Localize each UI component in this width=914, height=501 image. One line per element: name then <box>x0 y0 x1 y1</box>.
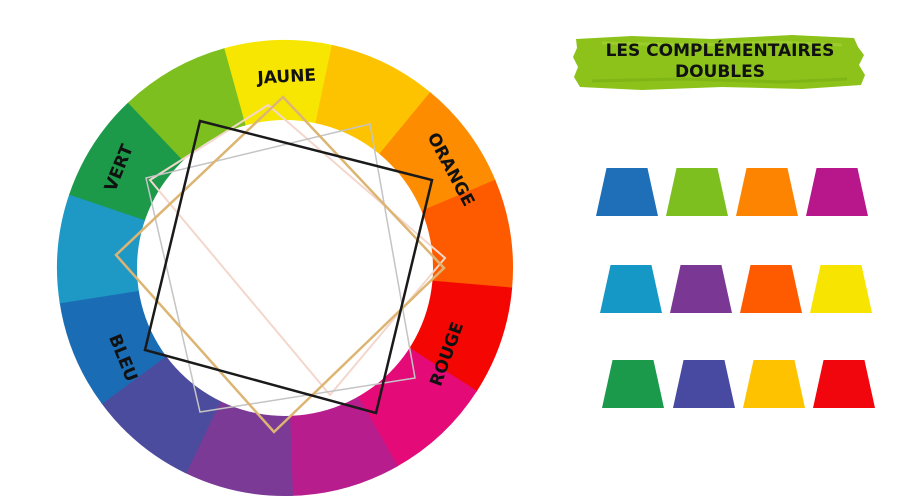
wheel-segment <box>289 394 398 496</box>
color-swatch <box>673 360 735 408</box>
wheel-segment <box>377 92 496 213</box>
wheel-segments <box>57 40 514 496</box>
label-jaune: JAUNE <box>256 65 317 88</box>
color-swatch <box>666 168 728 216</box>
color-swatch <box>813 360 875 408</box>
color-swatch <box>596 168 658 216</box>
title-line-2: DOUBLES <box>674 62 765 82</box>
color-swatch <box>670 265 732 313</box>
title-banner: LES COMPLÉMENTAIRES DOUBLES <box>572 33 868 91</box>
banner-brush <box>573 35 865 90</box>
gray-square <box>145 123 416 413</box>
color-swatch <box>600 265 662 313</box>
main-square <box>143 119 434 415</box>
color-swatch <box>806 168 868 216</box>
complementary-squares <box>114 95 447 434</box>
title-text: LES COMPLÉMENTAIRES DOUBLES <box>572 33 868 91</box>
wheel-segment <box>356 346 478 467</box>
color-swatch <box>810 265 872 313</box>
wheel-center <box>137 120 433 416</box>
wheel-segment <box>59 289 168 404</box>
wheel-segment <box>222 40 334 128</box>
color-wheel: JAUNE ORANGE ROUGE BLEU VERT <box>57 40 514 496</box>
gold-square <box>114 95 446 434</box>
wheel-segment <box>101 354 222 474</box>
complementary-swatches <box>590 168 890 418</box>
wheel-segment <box>314 44 432 157</box>
color-swatch <box>743 360 805 408</box>
wheel-segment <box>57 193 148 304</box>
color-swatch <box>736 168 798 216</box>
title-line-1: LES COMPLÉMENTAIRES <box>605 41 835 61</box>
color-swatch <box>602 360 664 408</box>
pink-square <box>148 103 447 397</box>
color-swatch <box>740 265 802 313</box>
wheel-segment <box>127 48 247 163</box>
